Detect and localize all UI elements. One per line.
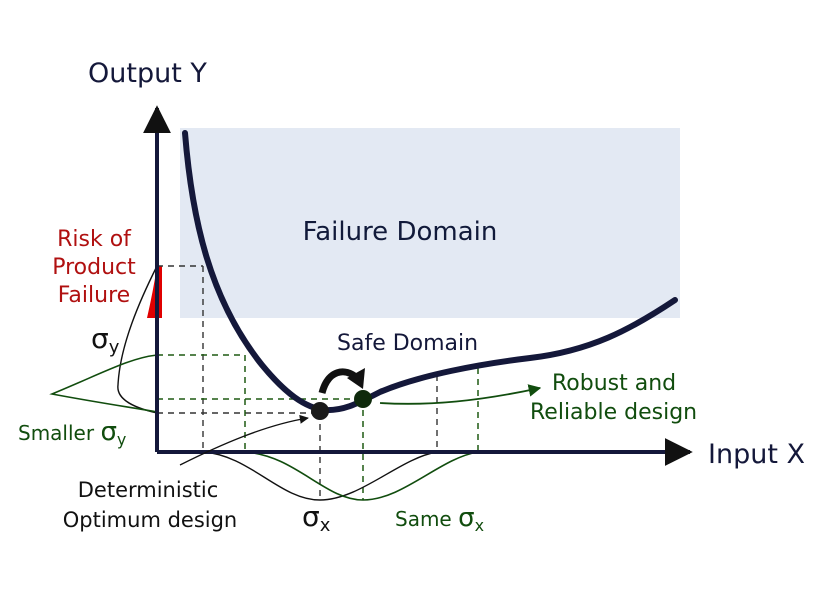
sigma-x-distribution [202,451,438,501]
robust-design-point [354,390,372,408]
svg-text:Deterministic: Deterministic [78,478,219,502]
risk-wedge [147,266,162,318]
risk-label: Risk of Product Failure [52,227,136,308]
sigma-y-label: σy [91,322,120,358]
deterministic-arrow [179,414,309,466]
same-sigma-x-label: Same σx [395,503,484,535]
smaller-sigma-y-label: Smaller σy [18,417,126,449]
smaller-sigma-y-distribution [49,354,158,413]
shift-arrowhead [347,368,365,389]
output-y-label: Output Y [88,58,207,89]
robust-arrow [379,384,542,405]
failure-domain-label: Failure Domain [303,217,498,247]
svg-text:Reliable design: Reliable design [530,400,697,425]
svg-text:Risk of: Risk of [57,227,132,252]
robust-label: Robust and Reliable design [530,371,697,425]
failure-domain-region [180,128,680,318]
svg-text:Robust and: Robust and [552,371,676,396]
svg-text:Failure: Failure [58,283,130,308]
response-curve [182,130,678,414]
input-x-label: Input X [708,439,805,470]
dark-guides [157,265,438,500]
svg-text:Optimum design: Optimum design [63,508,238,532]
same-sigma-x-distribution [244,451,479,501]
deterministic-optimum-point [311,402,329,420]
svg-text:Product: Product [52,255,136,280]
shift-arrow [318,368,360,395]
deterministic-label: Deterministic Optimum design [63,478,238,532]
sigma-x-label: σx [302,500,331,536]
safe-domain-label: Safe Domain [337,331,478,356]
sigma-y-distribution [117,265,158,414]
